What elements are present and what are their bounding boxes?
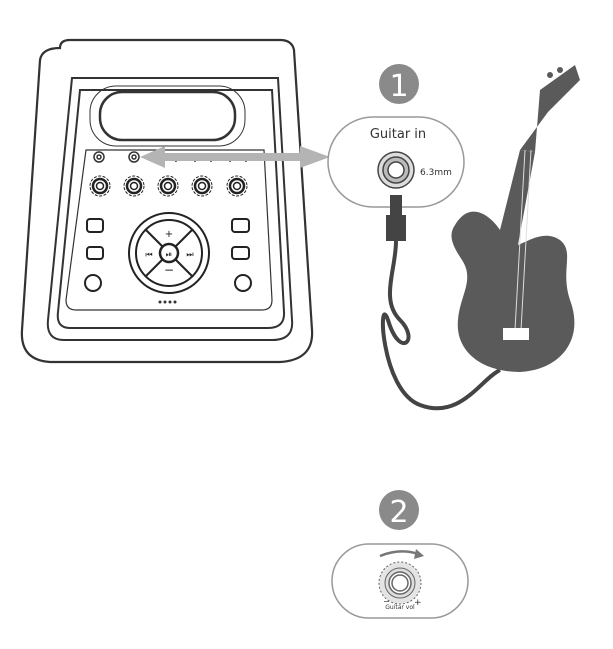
knob [159,177,177,195]
guitar-vol-knob-icon [378,561,422,605]
party-speaker [20,38,314,364]
knob [129,181,139,191]
transport-buttons: + − ⏮ ⏭ ⏯ [84,212,252,304]
svg-text:⏯: ⏯ [166,250,172,259]
knob [123,175,145,197]
knob [191,175,213,197]
jack-size-label: 6.3mm [420,168,452,178]
svg-text:1: 1 [389,69,408,104]
knob [95,181,105,191]
knob [125,177,143,195]
knob [197,181,207,191]
svg-text:2: 2 [389,495,408,530]
knob [228,177,246,195]
knob [193,177,211,195]
jack-socket-icon [377,151,415,189]
step-1-badge: 1 [379,64,419,104]
control-knobs [89,175,248,197]
step-2-badge: 2 [379,490,419,530]
knob [157,175,179,197]
guitar-in-label: Guitar in [370,127,426,142]
knob [89,175,111,197]
guitar-in-callout: Guitar in 6.3mm [327,116,465,208]
knob [232,181,242,191]
svg-text:+: + [165,229,173,240]
knob [226,175,248,197]
guitar-vol-callout: − + Guitar vol [331,543,469,619]
double-arrow [140,146,330,168]
knob [163,181,173,191]
svg-text:−: − [383,597,390,606]
guitar-vol-label: Guitar vol [385,604,415,611]
knob [91,177,109,195]
electric-guitar-icon [451,65,580,372]
svg-text:⏮: ⏮ [145,250,152,259]
guitar-cable [380,195,501,411]
svg-text:−: − [164,263,174,277]
svg-text:⏭: ⏭ [186,250,193,259]
svg-text:+: + [414,598,422,608]
